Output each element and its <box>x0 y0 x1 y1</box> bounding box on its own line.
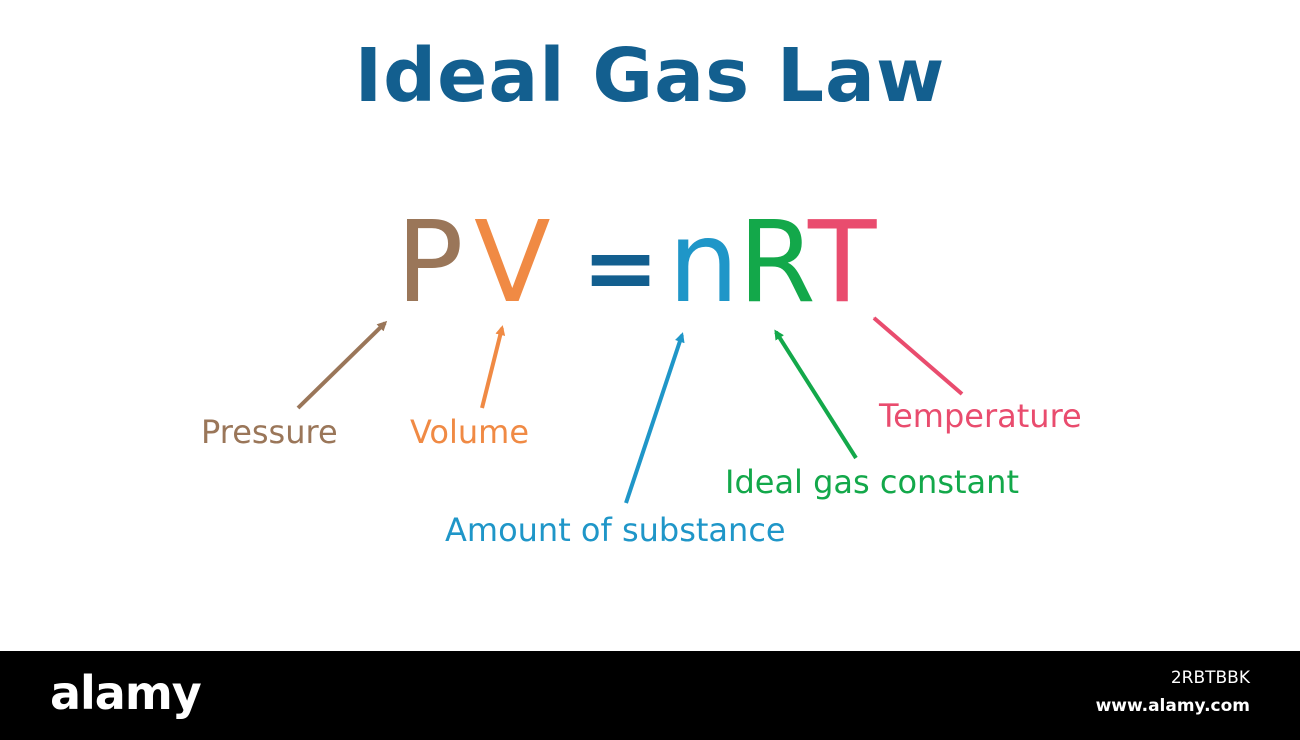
label-ideal-gas-constant: Ideal gas constant <box>725 463 1019 501</box>
label-temperature: Temperature <box>879 397 1082 435</box>
alamy-logo: alamy <box>50 666 202 720</box>
symbol-gas-constant: R <box>738 198 816 328</box>
symbol-volume: V <box>474 198 551 328</box>
label-amount-of-substance: Amount of substance <box>445 511 786 549</box>
page-title: Ideal Gas Law <box>354 33 946 119</box>
arrow-amount <box>624 332 685 504</box>
arrow-temperature <box>872 316 964 396</box>
arrow-pressure <box>296 320 388 410</box>
watermark-footer: alamy 2RBTBBK www.alamy.com <box>0 651 1300 740</box>
symbol-amount: n <box>668 198 739 328</box>
symbol-pressure: P <box>396 198 464 328</box>
label-pressure: Pressure <box>201 413 338 451</box>
arrows-layer <box>296 316 964 504</box>
label-volume: Volume <box>410 413 530 451</box>
image-id: 2RBTBBK <box>1170 668 1250 688</box>
arrow-volume <box>480 325 506 409</box>
arrow-gas-constant <box>774 329 858 460</box>
symbol-temperature: T <box>808 198 877 328</box>
footer-url: www.alamy.com <box>1095 696 1250 716</box>
symbol-equals: = <box>582 214 660 321</box>
